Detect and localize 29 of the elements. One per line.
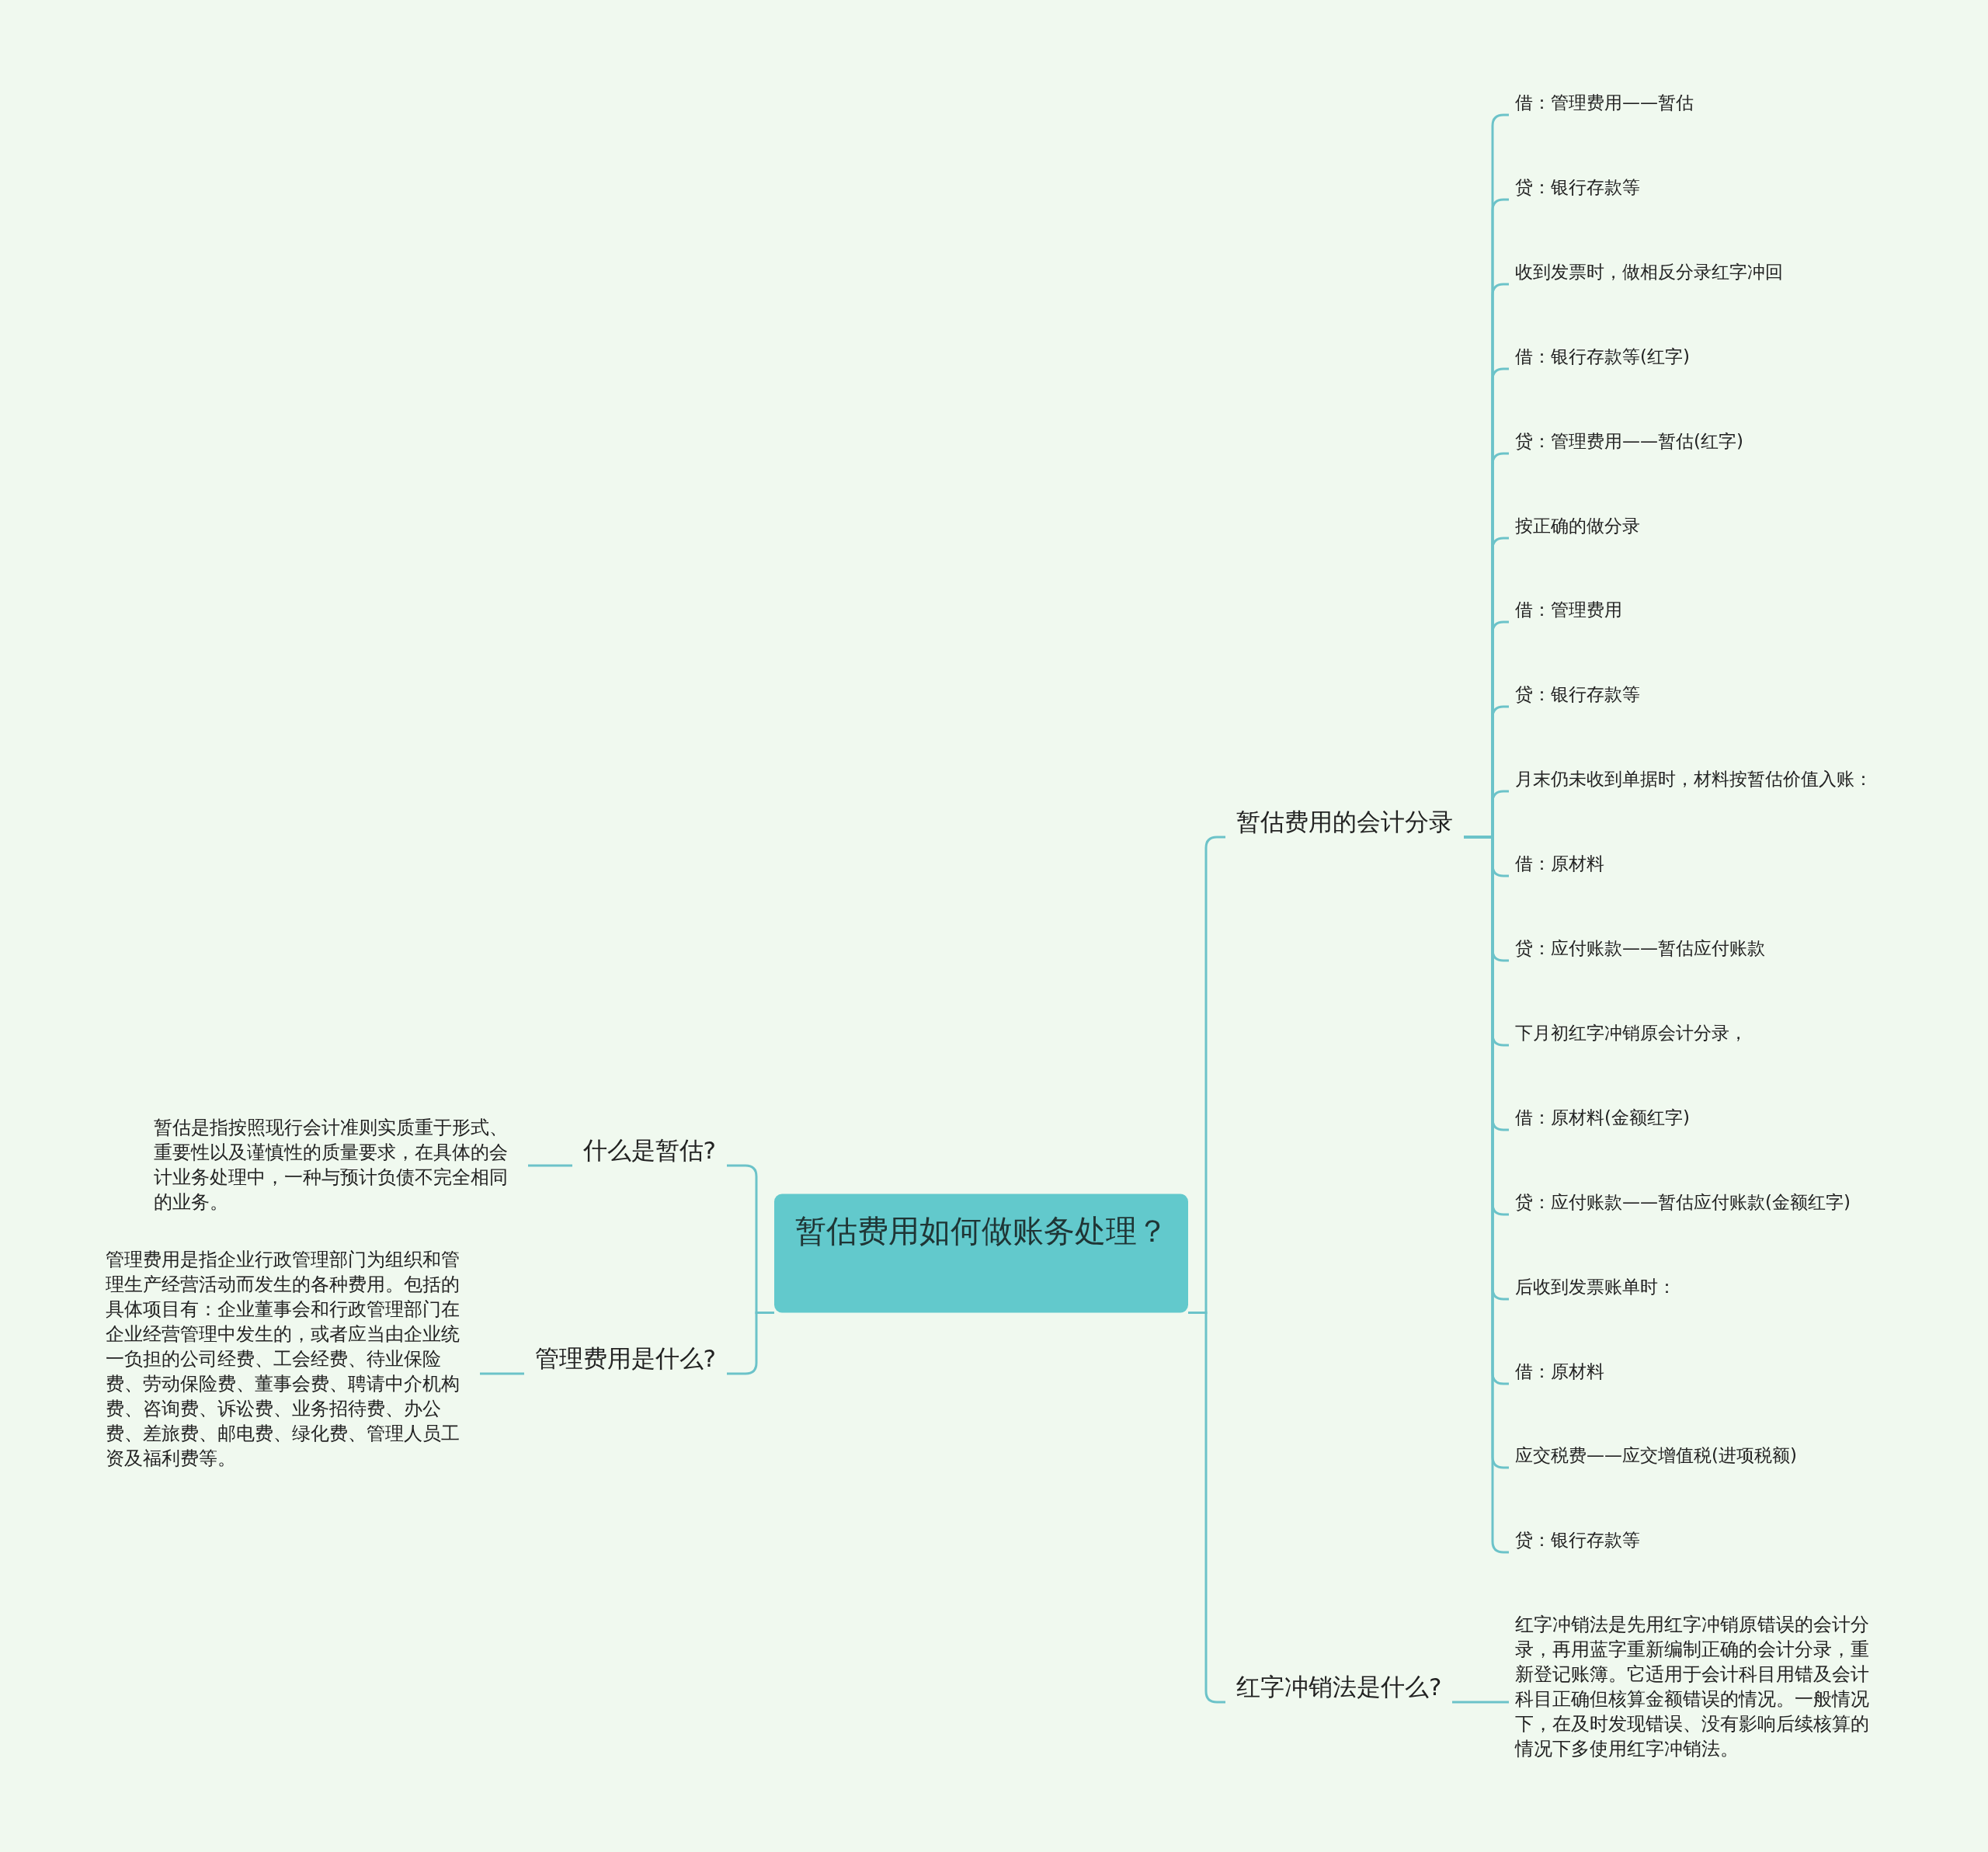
leaf-text: 贷：管理费用——暂估(红字) bbox=[1509, 428, 1750, 453]
root-topic-box: 暂估费用如何做账务处理？ bbox=[774, 1194, 1188, 1313]
description-text: 暂估是指按照现行会计准则实质重于形式、重要性以及谨慎性的质量要求，在具体的会计业务处理中，一种与预计负债不完全相同的业务。 bbox=[148, 1115, 528, 1214]
leaf-text: 后收到发票账单时： bbox=[1509, 1273, 1682, 1299]
description-text: 红字冲销法是先用红字冲销原错误的会计分录，再用蓝字重新编制正确的会计分录，重新登记账簿。它适用于会计科目用错及会计科目正确但核算金额错误的情况。一般情况下，在及时发现错误、没有影响后续核算的情况下多使用红字冲销法。 bbox=[1509, 1612, 1889, 1761]
leaf-text: 月末仍未收到单据时，材料按暂估价值入账： bbox=[1509, 766, 1879, 792]
connector-line bbox=[528, 1164, 572, 1167]
leaf-text: 贷：银行存款等 bbox=[1509, 1527, 1646, 1553]
branch-topic: 红字冲销法是什么? bbox=[1225, 1671, 1453, 1702]
leaf-text: 借：管理费用——暂估 bbox=[1509, 90, 1700, 115]
leaf-text: 借：原材料 bbox=[1509, 851, 1611, 877]
leaf-text: 贷：应付账款——暂估应付账款 bbox=[1509, 936, 1771, 961]
branch-topic: 管理费用是什么? bbox=[523, 1343, 727, 1374]
leaf-text: 借：原材料(金额红字) bbox=[1509, 1104, 1696, 1130]
leaf-text: 贷：银行存款等 bbox=[1509, 174, 1646, 200]
leaf-text: 借：银行存款等(红字) bbox=[1509, 343, 1696, 369]
leaf-text: 贷：银行存款等 bbox=[1509, 682, 1646, 707]
leaf-text: 收到发票时，做相反分录红字冲回 bbox=[1509, 259, 1789, 284]
connector-line bbox=[480, 1372, 524, 1375]
leaf-text: 借：管理费用 bbox=[1509, 597, 1628, 623]
branch-topic: 什么是暂估? bbox=[572, 1134, 727, 1166]
leaf-text: 应交税费——应交增值税(进项税额) bbox=[1509, 1443, 1803, 1468]
leaf-text: 借：原材料 bbox=[1509, 1358, 1611, 1384]
leaf-text: 下月初红字冲销原会计分录， bbox=[1509, 1020, 1753, 1045]
leaf-text: 贷：应付账款——暂估应付账款(金额红字) bbox=[1509, 1189, 1857, 1214]
branch-topic: 暂估费用的会计分录 bbox=[1225, 806, 1464, 837]
description-text: 管理费用是指企业行政管理部门为组织和管理生产经营活动而发生的各种费用。包括的具体项目有：企业董事会和行政管理部门在企业经营管理中发生的，或者应当由企业统一负担的公司经费、工会经费、待业保险费、劳动保险费、董事会费、聘请中介机构费、咨询费、诉讼费、业务招待费、办公费、差旅费、邮电费、绿化费、管理人员工资及福利费等。 bbox=[99, 1247, 480, 1471]
leaf-text: 按正确的做分录 bbox=[1509, 513, 1646, 538]
connector-line bbox=[1452, 1701, 1509, 1704]
